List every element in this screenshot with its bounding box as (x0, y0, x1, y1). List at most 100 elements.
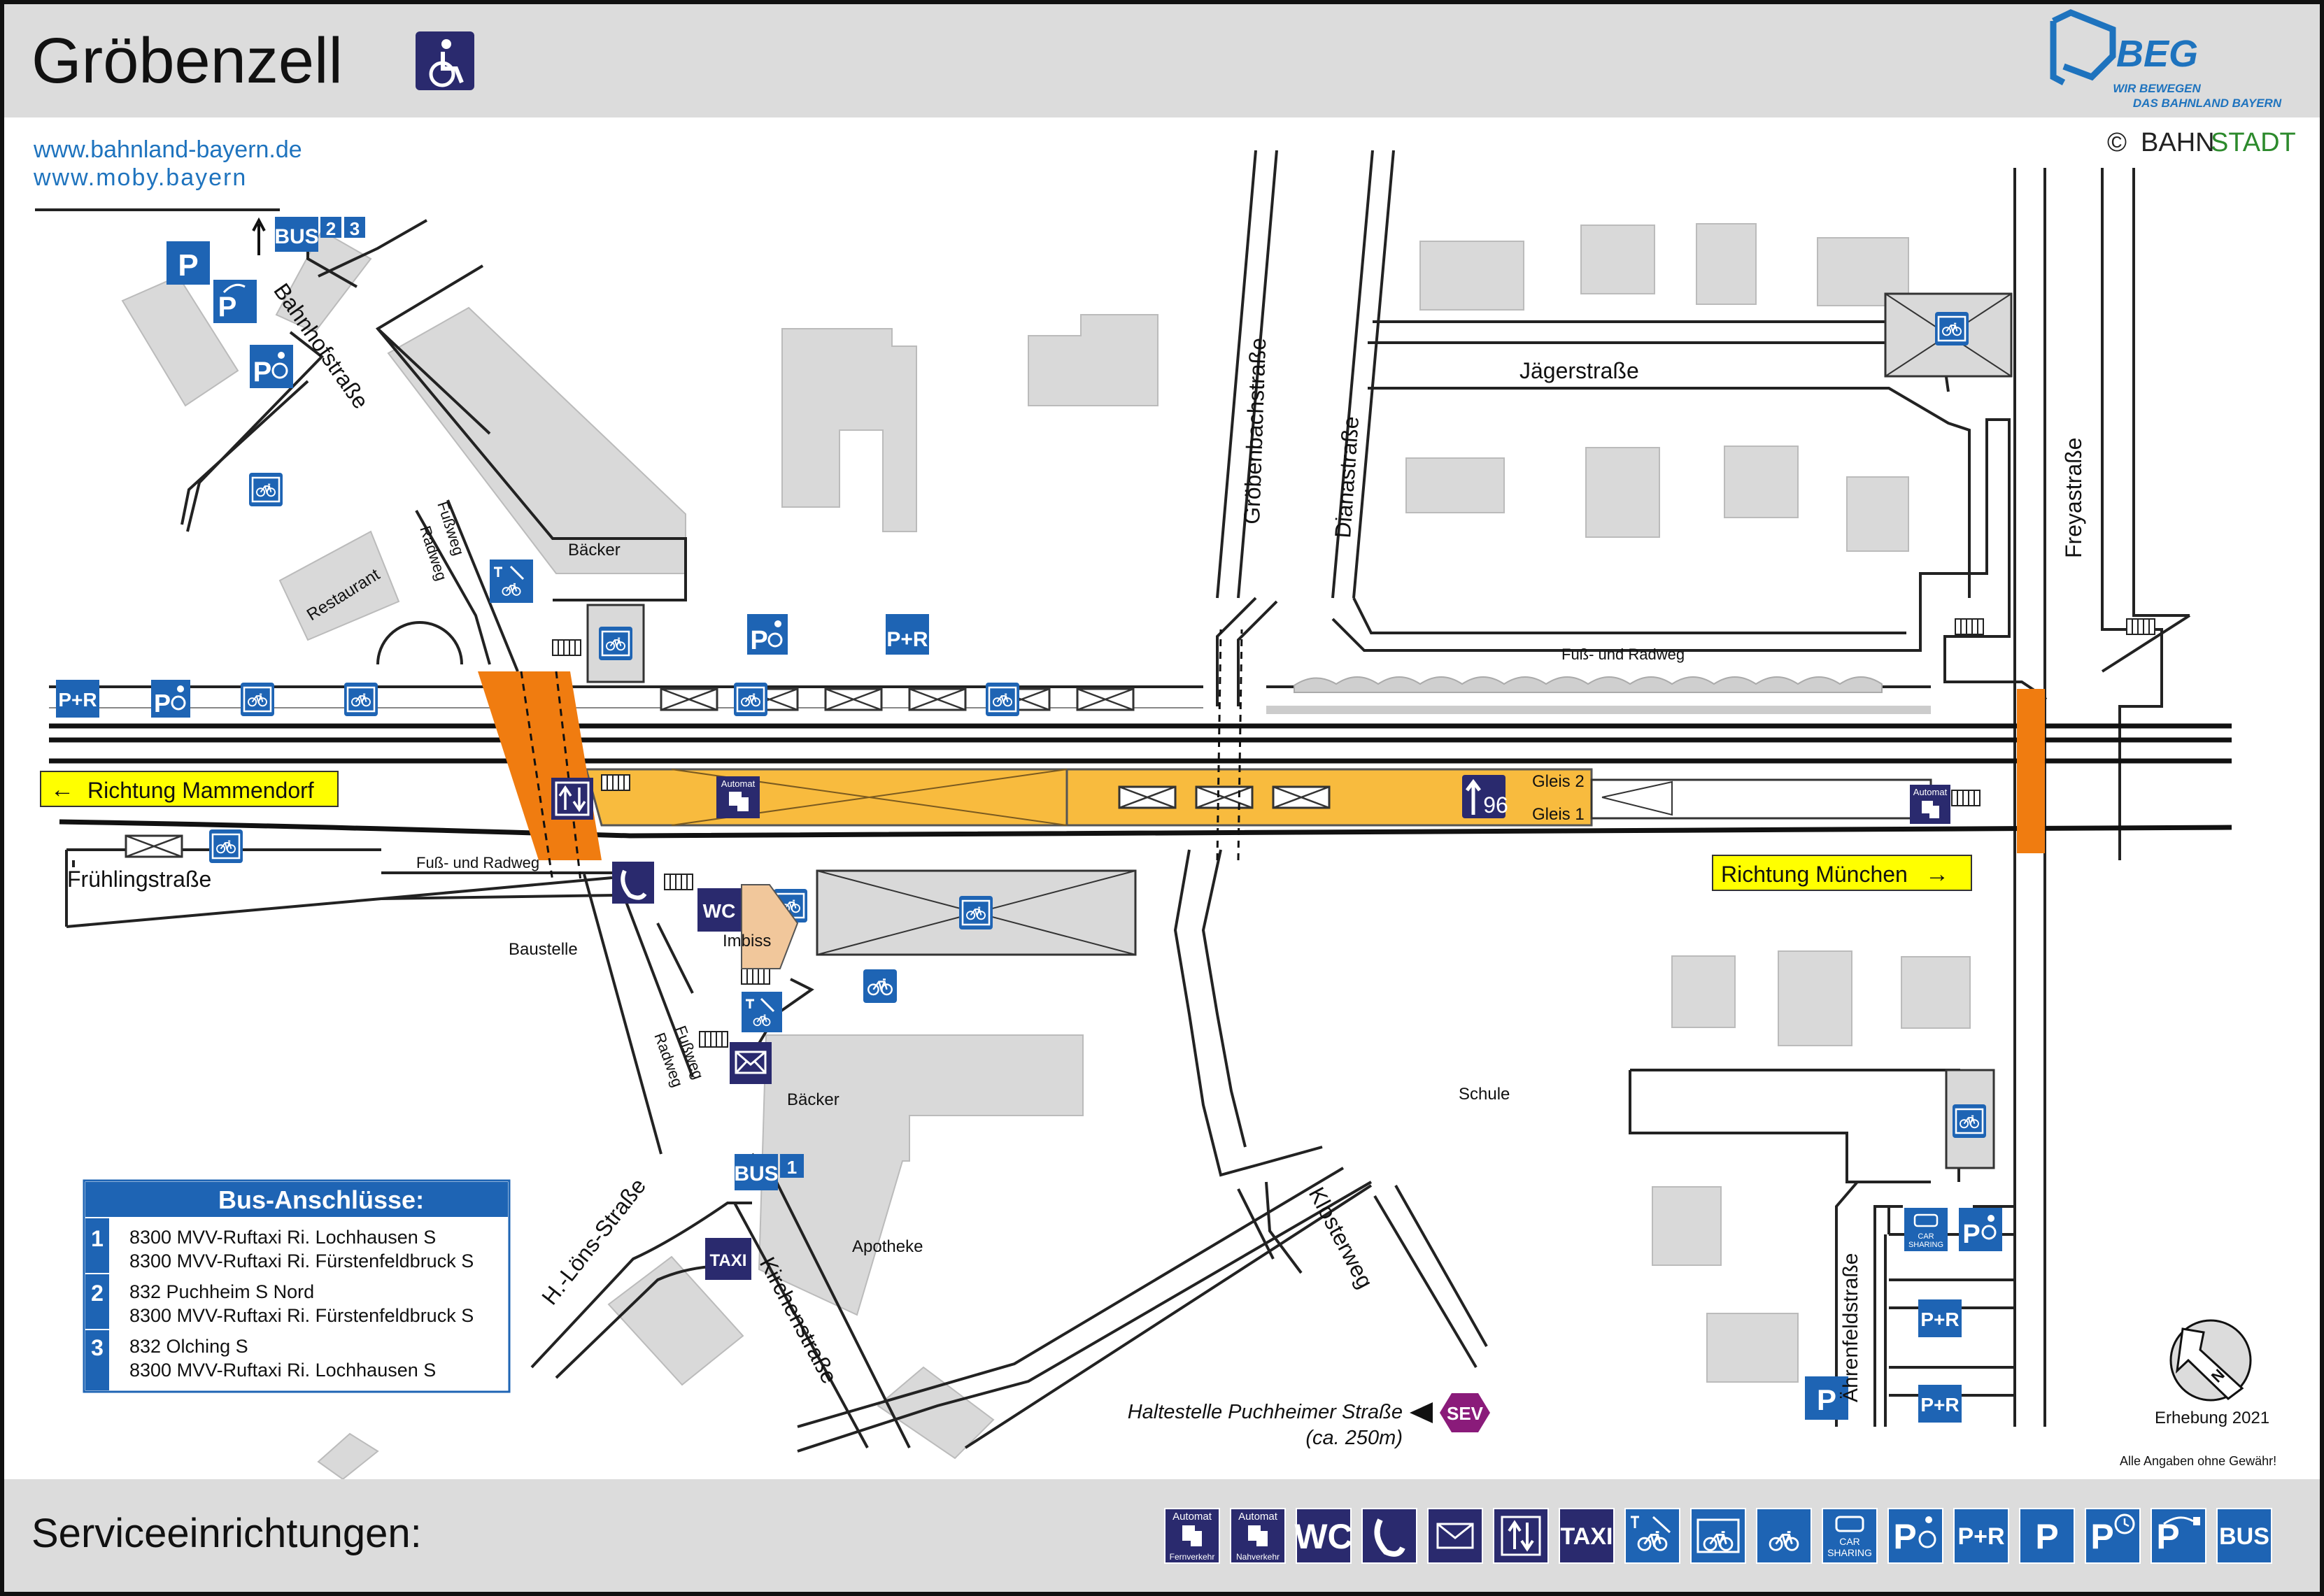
taxi-icon: TAXI (1559, 1508, 1615, 1564)
street-aehrenfeldstrasse: Ährenfeldstraße (1839, 1253, 1862, 1402)
short-term-parking-icon: P (2085, 1508, 2141, 1564)
svg-text:P+R: P+R (886, 628, 928, 651)
taxi-stand[interactable]: TAXI (705, 1238, 751, 1280)
svg-text:P+R: P+R (1920, 1394, 1959, 1416)
car-sharing-icon-label-1: CAR (1839, 1536, 1860, 1547)
path-fuss-radweg-south: Fuß- und Radweg (416, 854, 539, 871)
disabled-parking-west[interactable]: P (151, 680, 190, 718)
platform-shelter-3 (1272, 785, 1331, 809)
ev-charging-parking[interactable]: P (213, 280, 257, 323)
place-apotheke: Apotheke (852, 1237, 923, 1256)
underpass-east (2017, 689, 2045, 853)
station-title: Gröbenzell (31, 25, 343, 97)
ticket-machine-regional-icon-top-label: Automat (1238, 1511, 1278, 1523)
post-box-map[interactable] (730, 1042, 772, 1084)
bus-north-num-2: 2 (326, 218, 336, 239)
bus-row-1-line-1: 8300 MVV-Ruftaxi Ri. Lochhausen S (129, 1227, 436, 1248)
beg-logo: BEG WIR BEWEGEN DAS BAHNLAND BAYERN (2050, 9, 2282, 110)
svg-text:P+R: P+R (1920, 1309, 1959, 1330)
disclaimer: Alle Angaben ohne Gewähr! (2120, 1454, 2276, 1468)
imbiss-label: Imbiss (723, 932, 771, 950)
bus-row-1-num: 1 (91, 1226, 104, 1251)
beg-tagline-1: WIR BEWEGEN (2113, 82, 2201, 95)
place-baecker-south: Bäcker (787, 1090, 839, 1109)
bus-connections-panel: Bus-Anschlüsse: 1 8300 MVV-Ruftaxi Ri. L… (83, 1179, 511, 1393)
sev-stop-name: Haltestelle Puchheimer Straße (1128, 1401, 1403, 1423)
gleis-1-label: Gleis 1 (1532, 805, 1585, 824)
bus-stop-south[interactable]: BUS 1 (734, 1154, 804, 1190)
svg-text:P+R: P+R (58, 689, 97, 711)
park-and-ride-east-1[interactable]: P+R (1918, 1299, 1962, 1337)
svg-text:TAXI: TAXI (710, 1251, 747, 1270)
website-link-bahnland[interactable]: www.bahnland-bayern.de (33, 136, 302, 163)
bus-north-text: BUS (274, 225, 318, 248)
ticket-machine-east[interactable]: Automat (1910, 785, 1950, 824)
elevator-icon (1493, 1508, 1549, 1564)
svg-text:P: P (178, 248, 198, 283)
disabled-parking-north[interactable]: P (250, 345, 293, 388)
telephone-icon (1361, 1508, 1417, 1564)
ev-charging-parking-icon: P (2151, 1508, 2206, 1564)
platform-height-icon: 96 (1462, 775, 1508, 818)
car-sharing-map[interactable]: CAR SHARING (1904, 1208, 1948, 1251)
copyright-symbol: © (2107, 128, 2127, 157)
park-and-ride-west[interactable]: P+R (56, 680, 99, 718)
bus-row-3-num: 3 (91, 1335, 104, 1360)
svg-text:P: P (253, 357, 272, 387)
north-arrow-icon: N (2169, 1319, 2252, 1402)
svg-text:BUS: BUS (734, 1162, 778, 1185)
bike-repair-south[interactable] (742, 992, 782, 1032)
svg-text:Automat: Automat (1913, 787, 1948, 797)
disabled-parking-icon: P (1887, 1508, 1943, 1564)
direction-west-label: Richtung Mammendorf (87, 778, 314, 803)
direction-west: ← Richtung Mammendorf (40, 771, 339, 807)
bus-row-1-line-2: 8300 MVV-Ruftaxi Ri. Fürstenfeldbruck S (129, 1251, 474, 1271)
header-band (4, 4, 2320, 117)
copyright-stadt: STADT (2211, 128, 2296, 157)
vegetation-strip (1266, 676, 1931, 714)
bike-repair-icon (1624, 1508, 1680, 1564)
park-and-ride-icon: P+R (1953, 1508, 2009, 1564)
accessible-station-icon (416, 31, 474, 90)
place-schule: Schule (1459, 1085, 1510, 1104)
ticket-machine-long-distance-icon-top-label: Automat (1172, 1511, 1212, 1523)
short-term-parking-icon-label: P (2090, 1517, 2113, 1556)
park-and-ride-north[interactable]: P+R (886, 614, 929, 655)
bus-stop-north[interactable]: BUS 2 3 (274, 217, 365, 252)
svg-text:P: P (218, 292, 237, 322)
parking-north[interactable]: P (166, 241, 210, 285)
ticket-machine-platform[interactable]: Automat (716, 776, 760, 818)
wc-map[interactable]: WC (697, 888, 741, 932)
survey-year: Erhebung 2021 (2155, 1409, 2269, 1427)
gleis-2-label: Gleis 2 (1532, 772, 1585, 791)
platform-height-value: 96 (1483, 792, 1508, 818)
buildings (121, 223, 1971, 1481)
svg-text:P: P (1817, 1383, 1836, 1416)
bus-row-2-line-1: 832 Puchheim S Nord (129, 1281, 314, 1302)
parking-east[interactable]: P (1805, 1376, 1848, 1420)
svg-text:SEV: SEV (1447, 1403, 1484, 1424)
platform-shelter-2 (1195, 785, 1254, 809)
disabled-parking-east[interactable]: P (1959, 1208, 2002, 1251)
svg-text:CAR: CAR (1918, 1232, 1934, 1241)
bike-locker-icon (1690, 1508, 1746, 1564)
park-and-ride-icon-label: P+R (1957, 1523, 2004, 1550)
sev-replacement-bus-icon[interactable]: SEV (1440, 1393, 1490, 1432)
bus-row-3-line-1: 832 Olching S (129, 1336, 248, 1357)
bike-repair-north[interactable] (490, 560, 533, 603)
svg-text:P: P (1962, 1220, 1980, 1249)
elevator-platform[interactable] (551, 778, 593, 820)
bus-row-2-line-2: 8300 MVV-Ruftaxi Ri. Fürstenfeldbruck S (129, 1305, 474, 1326)
website-link-moby[interactable]: www.moby.bayern (33, 164, 247, 191)
disabled-parking-icon-label: P (1893, 1517, 1916, 1556)
park-and-ride-east-2[interactable]: P+R (1918, 1385, 1962, 1423)
disabled-parking-station[interactable]: P (747, 614, 788, 655)
direction-west-arrow: ← (50, 776, 74, 803)
svg-text:P: P (750, 626, 767, 655)
bike-parking-icon (1756, 1508, 1812, 1564)
ev-charging-parking-icon-label: P (2156, 1517, 2179, 1556)
telephone-map[interactable] (612, 862, 654, 904)
